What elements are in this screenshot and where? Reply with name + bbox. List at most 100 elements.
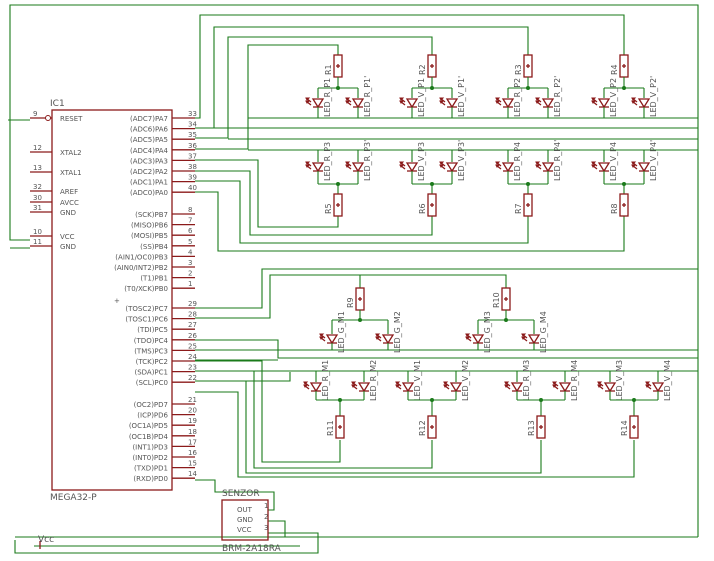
led-label: LED_V_P2': [649, 76, 658, 117]
ic1-right-pin-34[interactable]: 34(ADC6)PA6: [130, 121, 197, 134]
ic1-right-pin-19[interactable]: 19(OC1A)PD5: [129, 417, 197, 430]
ic1-right-pin-16[interactable]: 16(INT0)PD2: [132, 449, 197, 462]
led-label: LED_V_P3: [417, 142, 426, 181]
led-led_r_m4[interactable]: LED_R_M4: [552, 360, 579, 401]
led-led_v_p2[interactable]: LED_V_P2: [591, 78, 618, 117]
resistor-r8[interactable]: R8: [610, 193, 629, 217]
pin-label: (MISO)PB6: [131, 222, 169, 230]
led-led_g_m2[interactable]: LED_G_M2: [375, 311, 402, 353]
ic1-right-pin-6[interactable]: 6(MOSI)PB5: [131, 227, 195, 240]
led-led_v_p2-prime[interactable]: LED_V_P2': [631, 76, 658, 117]
ic1-right-pin-2[interactable]: 2(T1)PB1: [140, 270, 195, 283]
ic1-right-pin-14[interactable]: 14(RXD)PD0: [133, 470, 197, 483]
pin-number: 38: [188, 163, 197, 171]
ic1-right-pin-26[interactable]: 26(TDO)PC4: [134, 332, 198, 345]
led-led_r_p3-prime[interactable]: LED_R_P3': [345, 140, 372, 181]
resistor-label: R7: [514, 203, 523, 214]
led-led_g_m1[interactable]: LED_G_M1: [319, 311, 346, 353]
resistor-r14[interactable]: R14: [620, 415, 639, 439]
led-led_v_p1[interactable]: LED_V_P1: [399, 78, 426, 117]
led-led_r_m1[interactable]: LED_R_M1: [303, 360, 330, 401]
ic1-right-pin-40[interactable]: 40(ADC0)PA0: [130, 184, 197, 197]
ic1-right-pin-15[interactable]: 15(TXD)PD1: [134, 460, 197, 473]
led-led_r_p4[interactable]: LED_R_P4: [495, 142, 522, 181]
led-led_v_p3[interactable]: LED_V_P3: [399, 142, 426, 181]
led-led_r_p4-prime[interactable]: LED_R_P4': [535, 140, 562, 181]
ic1-right-pin-3[interactable]: 3(AIN0/INT2)PB2: [114, 259, 195, 272]
resistor-r12[interactable]: R12: [418, 415, 437, 439]
ic1-right-pin-8[interactable]: 8(SCK)PB7: [135, 206, 195, 219]
led-led_g_m3[interactable]: LED_G_M3: [465, 311, 492, 353]
led-led_r_p2-prime[interactable]: LED_R_P2': [535, 76, 562, 117]
ic1-right-pin-24[interactable]: 24(TCK)PC2: [136, 353, 198, 366]
ic1-right-pin-20[interactable]: 20(ICP)PD6: [137, 407, 197, 420]
led-led_r_m2[interactable]: LED_R_M2: [351, 360, 378, 401]
resistor-r2[interactable]: R2: [418, 54, 437, 78]
resistor-r11[interactable]: R11: [326, 415, 345, 439]
pin-number: 24: [188, 353, 197, 361]
ic1-right-pin-27[interactable]: 27(TDI)PC5: [137, 321, 197, 334]
ic1-right-pin-28[interactable]: 28(TOSC1)PC6: [125, 311, 197, 324]
ic1-right-pin-36[interactable]: 36(ADC4)PA4: [130, 142, 197, 155]
ic1-right-pin-39[interactable]: 39(ADC1)PA1: [130, 174, 197, 187]
led-led_v_m2[interactable]: LED_V_M2: [443, 360, 470, 401]
led-label: LED_R_P4: [513, 142, 522, 181]
ic1-right-pin-7[interactable]: 7 (MISO)PB6: [131, 217, 195, 230]
led-led_v_p4[interactable]: LED_V_P4: [591, 142, 618, 181]
resistor-r1[interactable]: R1: [324, 54, 343, 78]
pin-number: 29: [188, 300, 197, 308]
led-led_r_p1[interactable]: LED_R_P1: [305, 78, 332, 117]
resistor-r6[interactable]: R6: [418, 193, 437, 217]
resistor-r5[interactable]: R5: [324, 193, 343, 217]
led-led_v_p1-prime[interactable]: LED_V_P1': [439, 76, 466, 117]
ic1-right-pin-25[interactable]: 25(TMS)PC3: [134, 342, 197, 355]
pin-number: 7: [188, 217, 192, 225]
led-led_v_p3-prime[interactable]: LED_V_P3': [439, 140, 466, 181]
resistor-r3[interactable]: R3: [514, 54, 533, 78]
ic1-right-pin-22[interactable]: 22(SCL)PC0: [136, 374, 197, 387]
resistor-r9[interactable]: R9: [346, 287, 365, 311]
resistor-r4[interactable]: R4: [610, 54, 629, 78]
led-led_v_m4[interactable]: LED_V_M4: [645, 360, 672, 401]
led-led_g_m4[interactable]: LED_G_M4: [521, 311, 548, 353]
led-led_r_p1-prime[interactable]: LED_R_P1': [345, 76, 372, 117]
led-led_v_m1[interactable]: LED_V_M1: [395, 360, 422, 401]
ic1-right-pin-38[interactable]: 38(ADC2)PA2: [130, 163, 197, 176]
pin-label: (ADC5)PA5: [130, 136, 168, 144]
resistor-r13[interactable]: R13: [527, 415, 546, 439]
ic1-right-pin-18[interactable]: 18(OC1B)PD4: [129, 428, 197, 441]
ic1-right-pin-21[interactable]: 21(OC2)PD7: [134, 396, 197, 409]
ic1-right-pin-37[interactable]: 37(ADC3)PA3: [130, 152, 197, 165]
ic1-right-pin-23[interactable]: 23(SDA)PC1: [134, 364, 196, 377]
ic1-right-pin-1[interactable]: 1(T0/XCK)PB0: [124, 280, 195, 293]
pin-number: 37: [188, 152, 197, 160]
ic1-right-pin-5[interactable]: 5(SS)PB4: [140, 238, 195, 251]
resistor-r10[interactable]: R10: [492, 287, 511, 311]
resistor-r7[interactable]: R7: [514, 193, 533, 217]
led-label: LED_R_M4: [570, 360, 579, 401]
ic1-right-pin-4[interactable]: 4(AIN1/OC0)PB3: [115, 248, 195, 261]
led-label: LED_V_M1: [413, 360, 422, 401]
ic1-part: MEGA32-P: [50, 493, 97, 503]
sensor-module[interactable]: SENZOR BRM-2A18RA OUT GND VCC 1 2 3: [221, 489, 282, 554]
led-led_r_p3[interactable]: LED_R_P3: [305, 142, 332, 181]
ic1-right-pin-29[interactable]: 29(TOSC2)PC7: [125, 300, 197, 313]
led-led_r_p2[interactable]: LED_R_P2: [495, 78, 522, 117]
led-led_v_p4-prime[interactable]: LED_V_P4': [631, 140, 658, 181]
pin-number: 8: [188, 206, 192, 214]
ic1-right-pin-33[interactable]: 33(ADC7)PA7: [130, 110, 197, 123]
ic1-right-pin-17[interactable]: 17(INT1)PD3: [132, 438, 196, 451]
led-led_v_m3[interactable]: LED_V_M3: [597, 360, 624, 401]
resistor-label: R9: [346, 297, 355, 308]
ic1-microcontroller[interactable]: IC1 MEGA32-P 9RESET12XTAL213XTAL132AREF3…: [30, 99, 197, 503]
ic1-right-pin-35[interactable]: 35(ADC5)PA5: [130, 131, 197, 144]
led-led_r_m3[interactable]: LED_R_M3: [504, 360, 531, 401]
